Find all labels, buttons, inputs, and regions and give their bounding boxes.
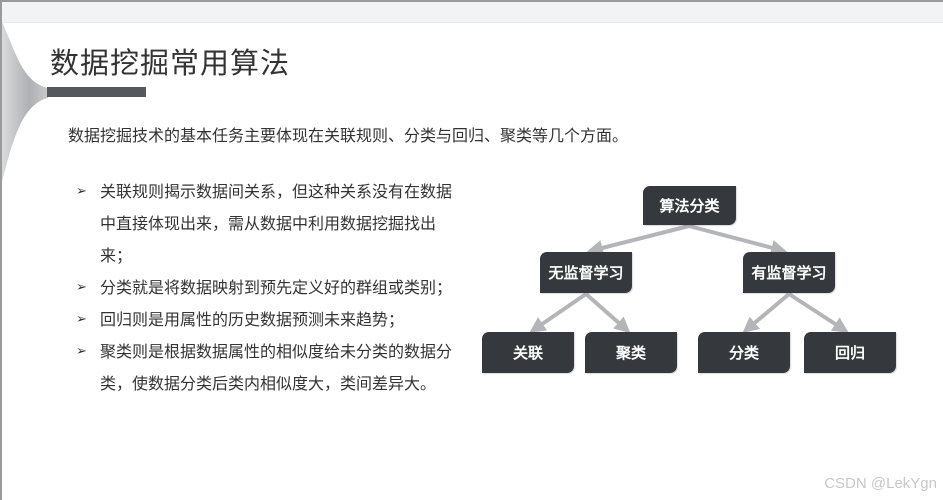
arrowhead-bullet-icon: ➢: [76, 344, 87, 359]
node-association: 关联: [482, 332, 574, 373]
title-underline-bar: [47, 87, 146, 97]
bullet-text: 回归则是用属性的历史数据预测未来趋势；: [100, 310, 405, 329]
connector-root-unsupervised: [586, 224, 690, 256]
node-classification: 分类: [698, 332, 790, 373]
node-unsupervised-learning: 无监督学习: [540, 252, 632, 293]
connector-supervised-classification: [742, 292, 791, 334]
list-item: ➢ 回归则是用属性的历史数据预测未来趋势；: [76, 304, 466, 336]
bullet-list: ➢ 关联规则揭示数据间关系，但这种关系没有在数据中直接体现出来，需从数据中利用数…: [76, 176, 466, 400]
bullet-text: 关联规则揭示数据间关系，但这种关系没有在数据中直接体现出来，需从数据中利用数据挖…: [100, 182, 453, 265]
top-band: [0, 2, 943, 23]
decorative-swoosh-icon: [2, 22, 48, 182]
node-clustering: 聚类: [585, 332, 677, 373]
connector-root-supervised: [688, 224, 788, 256]
list-item: ➢ 分类就是将数据映射到预先定义好的群组或类别；: [76, 272, 466, 304]
list-item: ➢ 聚类则是根据数据属性的相似度给未分类的数据分类，使数据分类后类内相似度大，类…: [76, 336, 466, 400]
watermark: CSDN @LekYgn: [824, 475, 937, 492]
arrowhead-bullet-icon: ➢: [76, 280, 87, 295]
connector-unsupervised-association: [529, 292, 588, 333]
intro-text: 数据挖掘技术的基本任务主要体现在关联规则、分类与回归、聚类等几个方面。: [68, 126, 629, 145]
list-item: ➢ 关联规则揭示数据间关系，但这种关系没有在数据中直接体现出来，需从数据中利用数…: [76, 176, 466, 272]
page-title: 数据挖掘常用算法: [50, 46, 291, 80]
connector-supervised-regression: [787, 292, 849, 333]
window-top-border: [0, 0, 943, 2]
connector-unsupervised-clustering: [584, 292, 631, 334]
window-left-border: [0, 0, 2, 500]
arrowhead-bullet-icon: ➢: [76, 184, 87, 199]
node-supervised-learning: 有监督学习: [743, 252, 835, 293]
arrowhead-bullet-icon: ➢: [76, 312, 87, 327]
node-root: 算法分类: [643, 186, 736, 225]
bullet-text: 聚类则是根据数据属性的相似度给未分类的数据分类，使数据分类后类内相似度大，类间差…: [100, 342, 453, 393]
bullet-text: 分类就是将数据映射到预先定义好的群组或类别；: [100, 278, 453, 297]
node-regression: 回归: [804, 332, 896, 373]
